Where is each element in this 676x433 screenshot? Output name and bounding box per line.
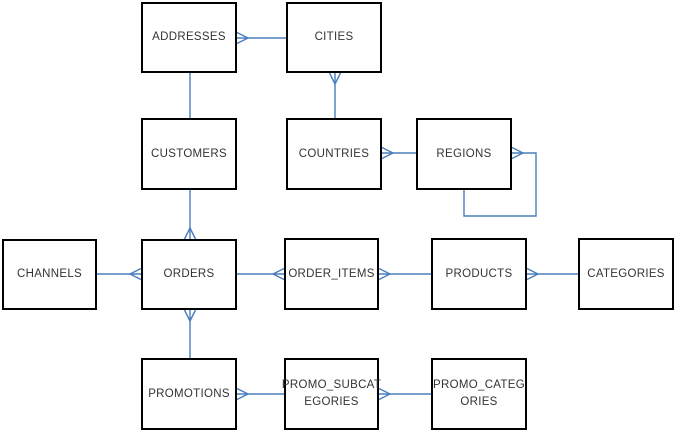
relationship-promotions-promo-subcategories[interactable] [236,387,284,401]
entity-label: REGIONS [436,147,492,160]
relationship-customers-orders[interactable] [183,190,197,240]
relationship-addresses-cities[interactable] [236,31,286,45]
entity-label: PROMOTIONS [148,387,230,400]
entity-channels[interactable]: CHANNELS [2,239,97,310]
crow-foot-many-icon [128,267,142,281]
relationship-countries-regions[interactable] [381,146,416,160]
entity-label: CATEGORIES [587,267,665,280]
entity-cities[interactable]: CITIES [286,2,382,73]
relationship-channels-orders[interactable] [97,267,142,281]
relationship-products-categories[interactable] [526,267,578,281]
crow-foot-many-icon [511,146,525,160]
entity-label: ADDRESSES [152,31,226,44]
entity-label: PRODUCTS [445,267,513,280]
entity-order-items[interactable]: ORDER_ITEMS [284,238,379,310]
entity-orders[interactable]: ORDERS [141,239,237,310]
crow-foot-many-icon [526,267,540,281]
entity-label: PROMO_SUBCAT EGORIES [281,379,382,408]
relationship-cities-countries[interactable] [328,72,342,118]
entity-promo-subcategories[interactable]: PROMO_SUBCAT EGORIES [282,358,381,430]
crow-foot-many-icon [328,72,342,86]
relationship-promo-subcategories-promo-categories[interactable] [378,387,431,401]
entity-label: ORDER_ITEMS [288,267,375,280]
entity-categories[interactable]: CATEGORIES [578,238,674,310]
crow-foot-many-icon [236,387,250,401]
entity-promo-categories[interactable]: PROMO_CATEG ORIES [431,358,527,430]
crow-foot-many-icon [183,226,197,240]
relationship-orders-promotions[interactable] [183,309,197,358]
crow-foot-many-icon [183,309,197,323]
crow-foot-many-icon [236,31,250,45]
crow-foot-many-icon [381,146,395,160]
relationship-order-items-products[interactable] [378,267,431,281]
entity-customers[interactable]: CUSTOMERS [141,118,237,190]
relationship-regions-self[interactable] [463,146,537,217]
entity-label: ORDERS [163,268,215,281]
entity-label: CHANNELS [16,268,83,281]
entity-promotions[interactable]: PROMOTIONS [141,358,237,430]
entity-label: CUSTOMERS [151,147,227,160]
crow-foot-many-icon [378,387,392,401]
crow-foot-many-icon [271,267,285,281]
entity-products[interactable]: PRODUCTS [431,238,527,310]
entity-label: PROMO_CATEG ORIES [433,379,525,408]
crow-foot-many-icon [378,267,392,281]
entity-regions[interactable]: REGIONS [416,118,512,190]
relationship-orders-order-items[interactable] [237,267,285,281]
entity-countries[interactable]: COUNTRIES [286,118,382,190]
relationship-line[interactable] [463,152,537,217]
entity-label: COUNTRIES [298,147,370,160]
entity-addresses[interactable]: ADDRESSES [141,2,237,73]
entity-label: CITIES [314,31,354,44]
